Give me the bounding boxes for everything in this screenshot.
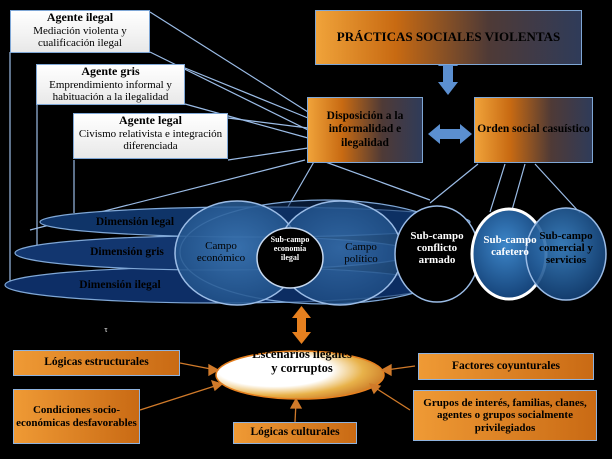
factores-coyunturales-label: Factores coyunturales: [451, 359, 561, 372]
subcampo-economia-ilegal-label: Sub-campo economía ilegal: [270, 235, 310, 262]
condiciones-box: Condiciones socio-económicas desfavorabl…: [13, 389, 140, 444]
practicas-label: PRÁCTICAS SOCIALES VIOLENTAS: [336, 29, 561, 45]
agent-legal-title: Agente legal: [119, 113, 182, 127]
orden-label: Orden social casuístico: [477, 123, 590, 136]
double-arrow-orange: [292, 306, 311, 344]
subcampo-conflicto-label: Sub-campo conflicto armado: [410, 230, 464, 267]
agent-ilegal-box: Agente ilegal Mediación violenta y cuali…: [10, 10, 150, 53]
disposicion-box: Disposición a la informalidad e ilegalid…: [307, 97, 423, 163]
agent-gris-desc: Emprendimiento informal y habituación a …: [49, 78, 172, 104]
factores-coyunturales-box: Factores coyunturales: [418, 353, 594, 380]
practicas-box: PRÁCTICAS SOCIALES VIOLENTAS: [315, 10, 582, 65]
condiciones-label: Condiciones socio-económicas desfavorabl…: [16, 403, 137, 429]
orden-box: Orden social casuístico: [474, 97, 593, 163]
campo-economico-label: Campo económico: [196, 240, 246, 265]
dimension-legal-label: Dimensión legal: [95, 216, 175, 228]
agent-gris-box: Agente gris Emprendimiento informal y ha…: [36, 64, 185, 105]
dimension-gris-label: Dimensión gris: [90, 246, 164, 258]
agent-ilegal-desc: Mediación violenta y cualificación ilega…: [33, 24, 127, 50]
dimension-ilegal-label: Dimensión ilegal: [79, 279, 161, 291]
subcampo-comercial-label: Sub-campo comercial y servicios: [539, 230, 593, 267]
logicas-estructurales-label: Lógicas estructurales: [44, 356, 149, 369]
agent-gris-title: Agente gris: [81, 64, 140, 78]
agent-ilegal-title: Agente ilegal: [46, 10, 114, 24]
double-arrow-horizontal: [428, 124, 472, 144]
small-mark: τ: [104, 325, 108, 334]
campo-politico-label: Campo político: [344, 241, 378, 266]
grupos-label: Grupos de interés, familias, clanes, age…: [423, 396, 587, 434]
logicas-culturales-box: Lógicas culturales: [233, 422, 357, 444]
logicas-culturales-label: Lógicas culturales: [250, 426, 340, 439]
agent-legal-desc: Civismo relativista e integración difere…: [78, 127, 223, 153]
factor-arrows: [139, 362, 416, 423]
disposicion-label: Disposición a la informalidad e ilegalid…: [326, 110, 404, 149]
escenarios-label: Escenarios ilegales y corruptos: [252, 347, 352, 375]
agent-legal-box: Agente legal Civismo relativista e integ…: [73, 113, 228, 159]
logicas-estructurales-box: Lógicas estructurales: [13, 350, 180, 376]
subcampo-cafetero-label: Sub-campo cafetero: [483, 234, 537, 259]
grupos-box: Grupos de interés, familias, clanes, age…: [413, 390, 597, 441]
